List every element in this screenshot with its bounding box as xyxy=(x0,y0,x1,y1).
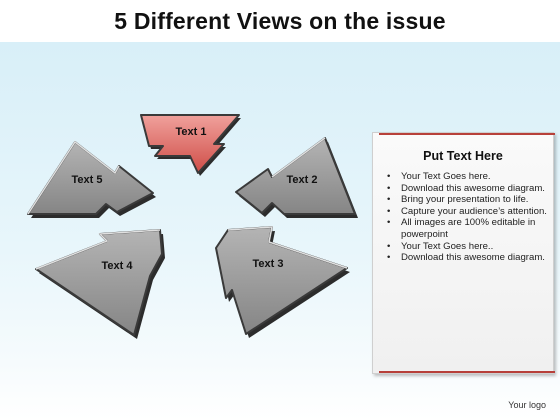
slide-canvas: Text 1 Text 2 Text 3 Text 4 xyxy=(0,42,560,420)
title-bar: 5 Different Views on the issue xyxy=(0,0,560,42)
panel-top-border xyxy=(379,133,555,135)
panel-bottom-border xyxy=(379,371,555,373)
arrow-2: Text 2 xyxy=(235,137,358,218)
bullet-item: Bring your presentation to life. xyxy=(387,194,547,206)
arrow-1: Text 1 xyxy=(140,114,241,176)
arrow-4-label: Text 4 xyxy=(102,260,134,272)
arrow-4: Text 4 xyxy=(35,229,165,339)
bullet-item: Download this awesome diagram. xyxy=(387,183,547,195)
bullet-item: Capture your audience’s attention. xyxy=(387,206,547,218)
bullet-item: Your Text Goes here. xyxy=(387,171,547,183)
arrow-1-label: Text 1 xyxy=(176,126,207,138)
bullet-item: Your Text Goes here.. xyxy=(387,241,547,253)
five-views-diagram: Text 1 Text 2 Text 3 Text 4 xyxy=(27,114,358,339)
arrow-2-label: Text 2 xyxy=(287,174,318,186)
arrow-3: Text 3 xyxy=(215,226,350,338)
arrow-5-label: Text 5 xyxy=(72,174,103,186)
arrow-5: Text 5 xyxy=(27,140,156,218)
bullet-item: Download this awesome diagram. xyxy=(387,252,547,264)
panel-heading: Put Text Here xyxy=(423,149,503,163)
panel-bullet-list: Your Text Goes here. Download this aweso… xyxy=(373,171,553,264)
logo-text: Your logo xyxy=(508,400,546,410)
arrow-3-label: Text 3 xyxy=(253,258,284,270)
slide-title: 5 Different Views on the issue xyxy=(114,8,446,34)
text-panel: Put Text Here Your Text Goes here. Downl… xyxy=(372,132,555,374)
bullet-item: All images are 100% editable in powerpoi… xyxy=(387,217,547,240)
